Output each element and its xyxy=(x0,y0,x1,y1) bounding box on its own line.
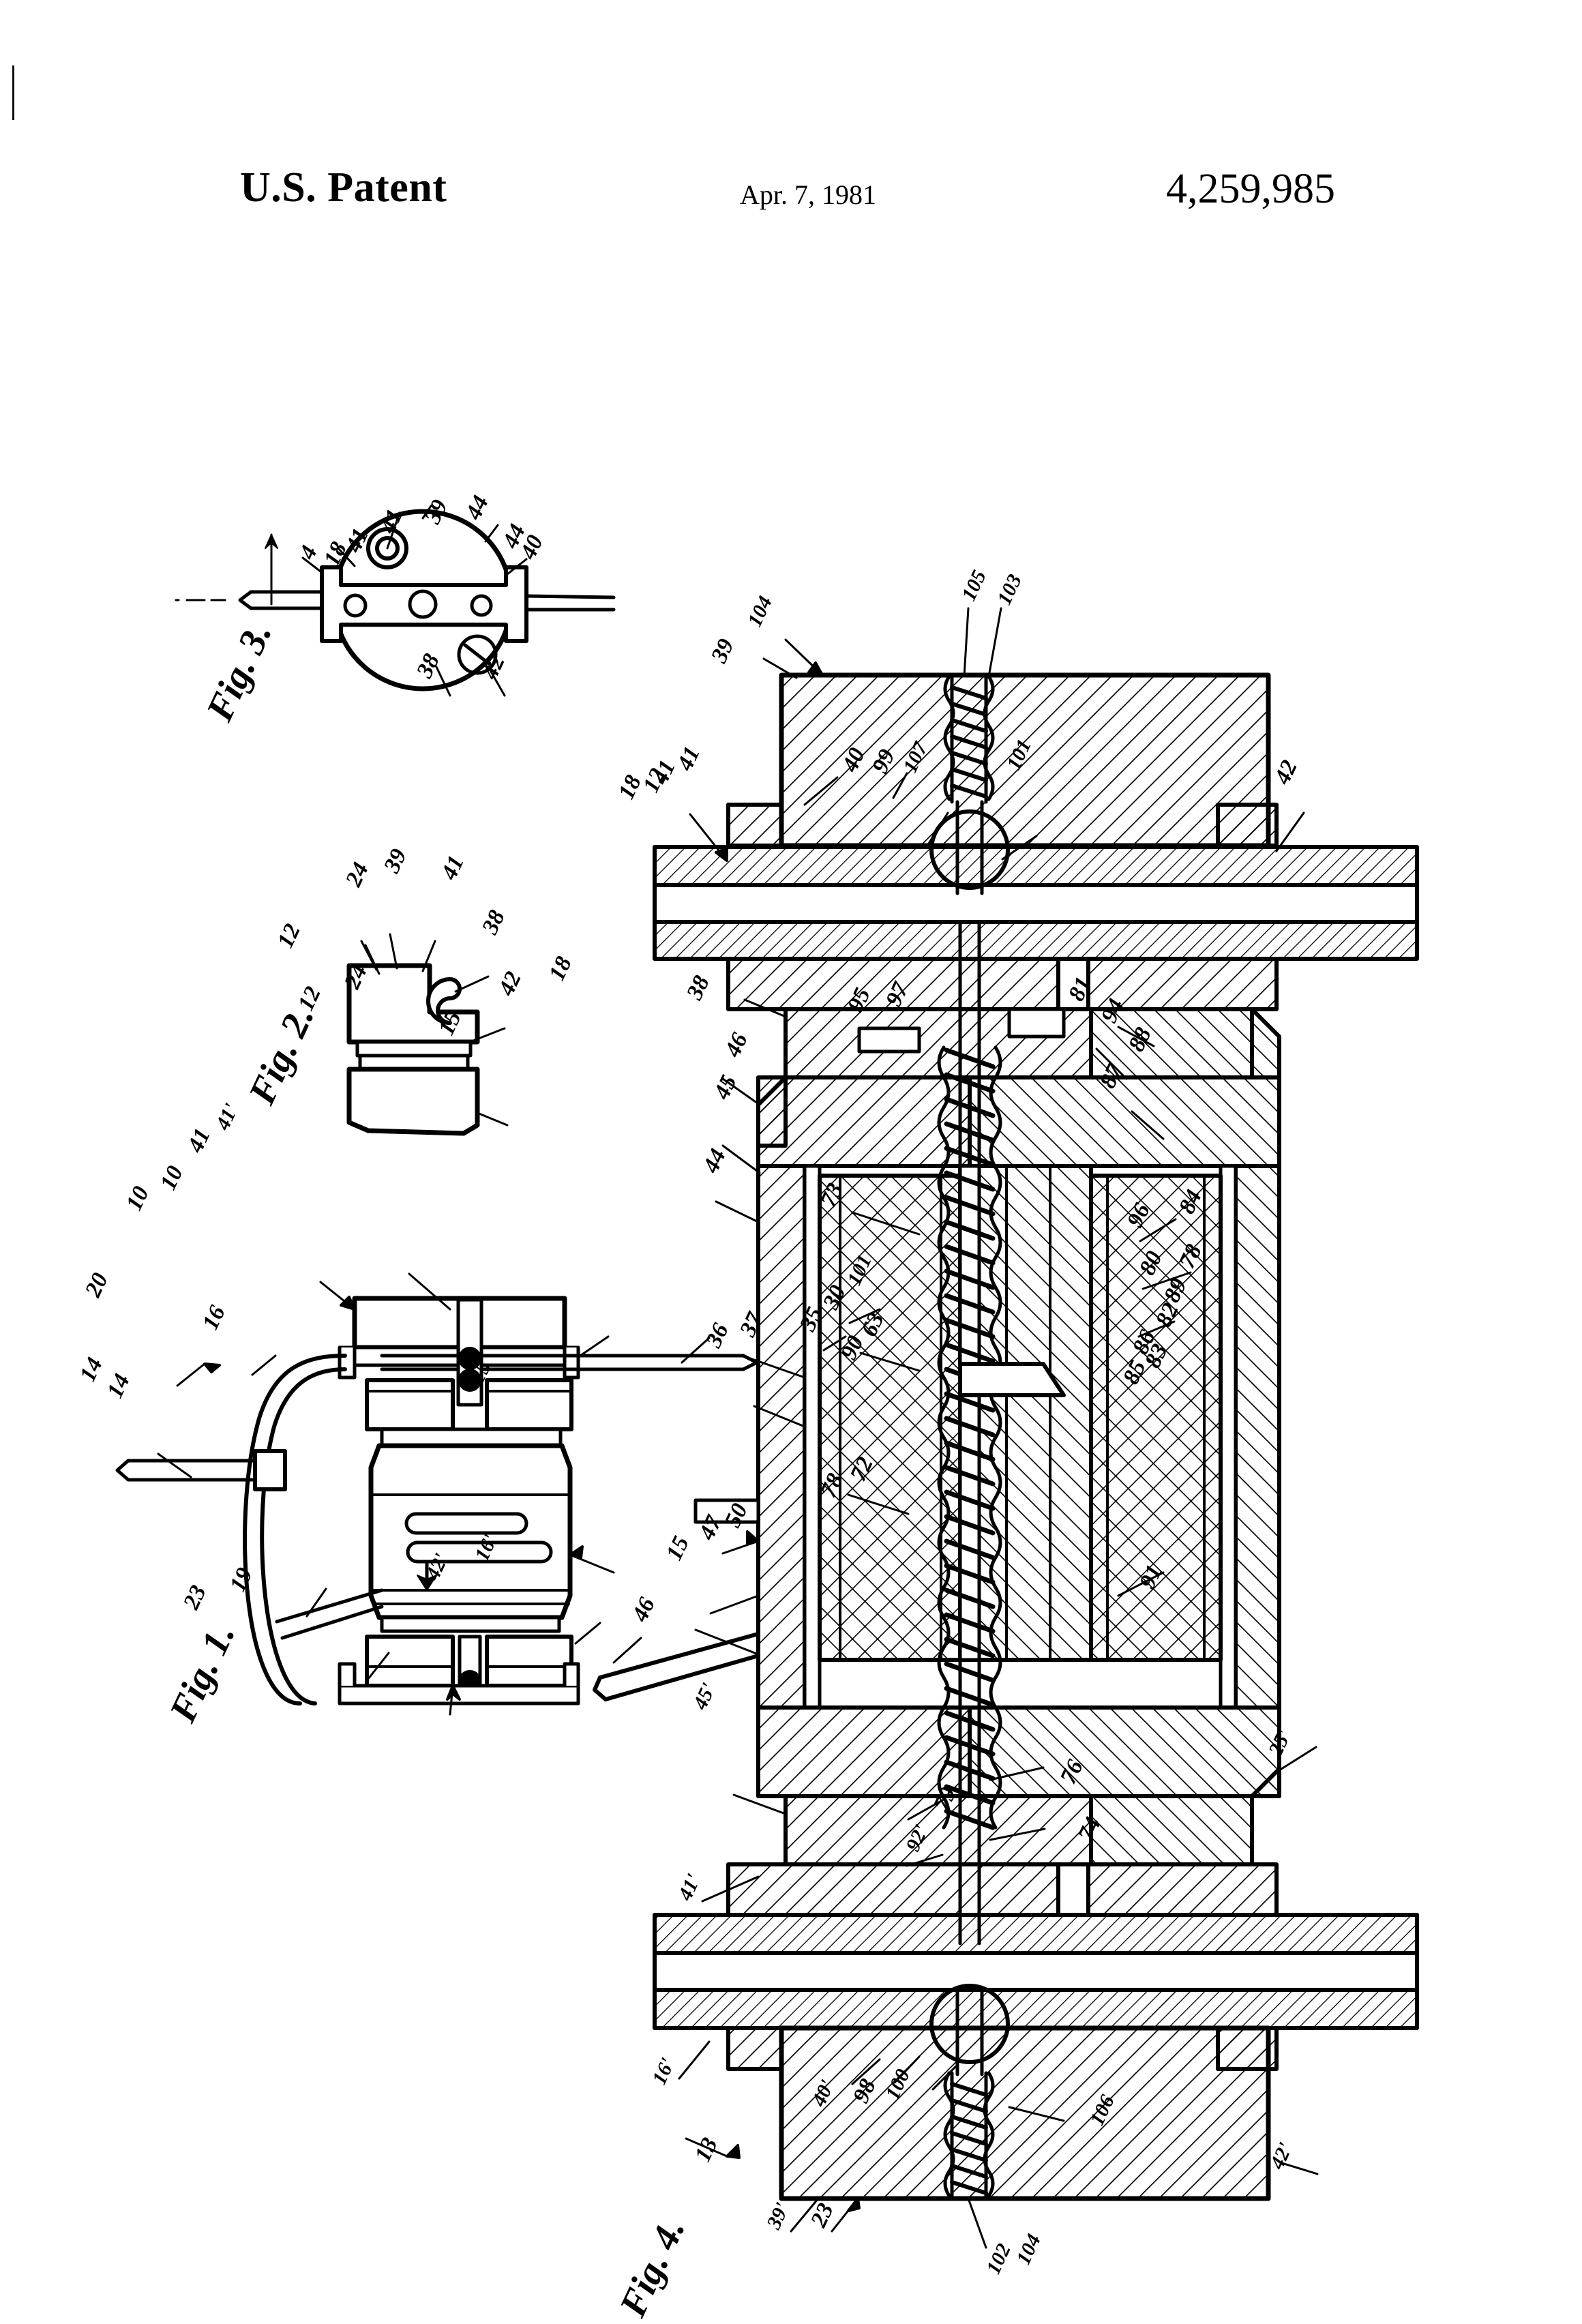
figure-1-group xyxy=(115,1272,759,1716)
patent-office-title: U.S. Patent xyxy=(240,164,447,211)
figure-2-group xyxy=(346,933,509,1136)
patent-number: 4,259,985 xyxy=(1166,166,1335,212)
patent-date: Apr. 7, 1981 xyxy=(740,179,876,210)
page-edge-mark xyxy=(12,65,14,120)
patent-drawing-svg xyxy=(115,505,1419,2249)
figure-3-group xyxy=(169,505,616,697)
figure-4-group xyxy=(593,607,1419,2249)
patent-header: U.S. Patent Apr. 7, 1981 4,259,985 xyxy=(0,164,1582,239)
